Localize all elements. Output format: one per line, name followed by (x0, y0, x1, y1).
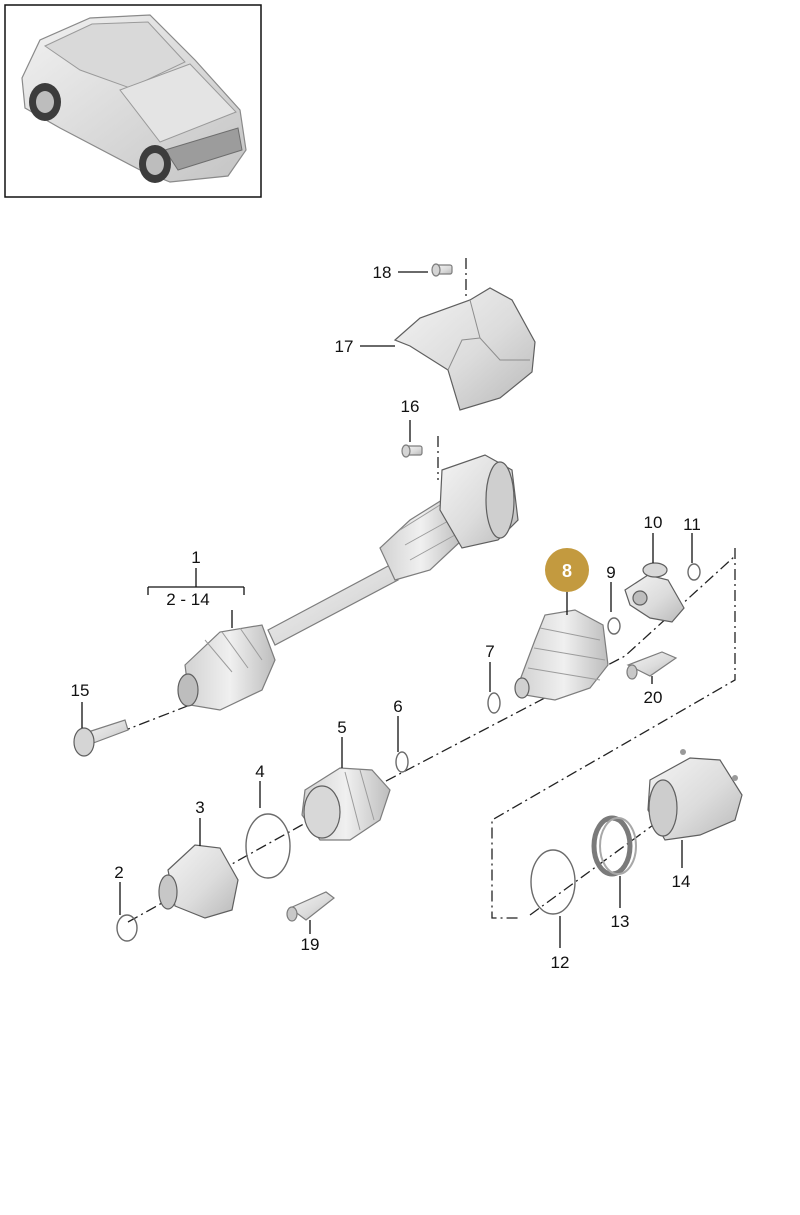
label-18: 18 (373, 263, 392, 282)
part-10-tripod (624, 562, 685, 623)
part-17-heat-shield (393, 287, 536, 411)
part-4-clamp (245, 813, 291, 879)
part-1-drive-shaft (177, 454, 519, 711)
part-14-housing (647, 749, 743, 841)
label-19: 19 (301, 935, 320, 954)
label-5: 5 (337, 718, 346, 737)
label-7: 7 (485, 642, 494, 661)
part-20-grease (626, 651, 678, 680)
label-2: 2 (114, 863, 123, 882)
label-6: 6 (393, 697, 402, 716)
label-2-14: 2 - 14 (166, 590, 209, 609)
label-9: 9 (606, 563, 615, 582)
label-15: 15 (71, 681, 90, 700)
part-18-bolt (431, 263, 453, 277)
part-9-washer (607, 617, 621, 635)
part-2-circlip (116, 914, 138, 942)
label-14: 14 (672, 872, 691, 891)
part-12-clamp (530, 849, 576, 915)
part-11-circlip (687, 563, 701, 581)
label-8: 8 (562, 561, 572, 581)
label-12: 12 (551, 953, 570, 972)
label-3: 3 (195, 798, 204, 817)
label-13: 13 (611, 912, 630, 931)
part-15-bolt (73, 719, 129, 757)
part-3-outer-joint (158, 844, 239, 919)
part-8-highlight-badge (545, 548, 589, 592)
vehicle-thumbnail (4, 4, 262, 198)
label-20: 20 (644, 688, 663, 707)
label-1: 1 (191, 548, 200, 567)
part-labels: 18 17 16 1 2 - 14 15 2 3 4 5 6 7 8 9 10 … (71, 263, 701, 972)
part-6-ring (395, 751, 409, 773)
part-19-grease (286, 891, 335, 922)
label-4: 4 (255, 762, 264, 781)
part-8-boot (514, 609, 609, 701)
label-10: 10 (644, 513, 663, 532)
part-13-ring (591, 815, 637, 877)
label-17: 17 (335, 337, 354, 356)
suv-car-icon (21, 14, 247, 183)
part-7-ring (487, 692, 501, 714)
leader-lines (81, 271, 693, 948)
part-5-boot (301, 767, 391, 841)
label-11: 11 (683, 515, 701, 534)
part-16-bolt (401, 444, 423, 458)
label-16: 16 (401, 397, 420, 416)
